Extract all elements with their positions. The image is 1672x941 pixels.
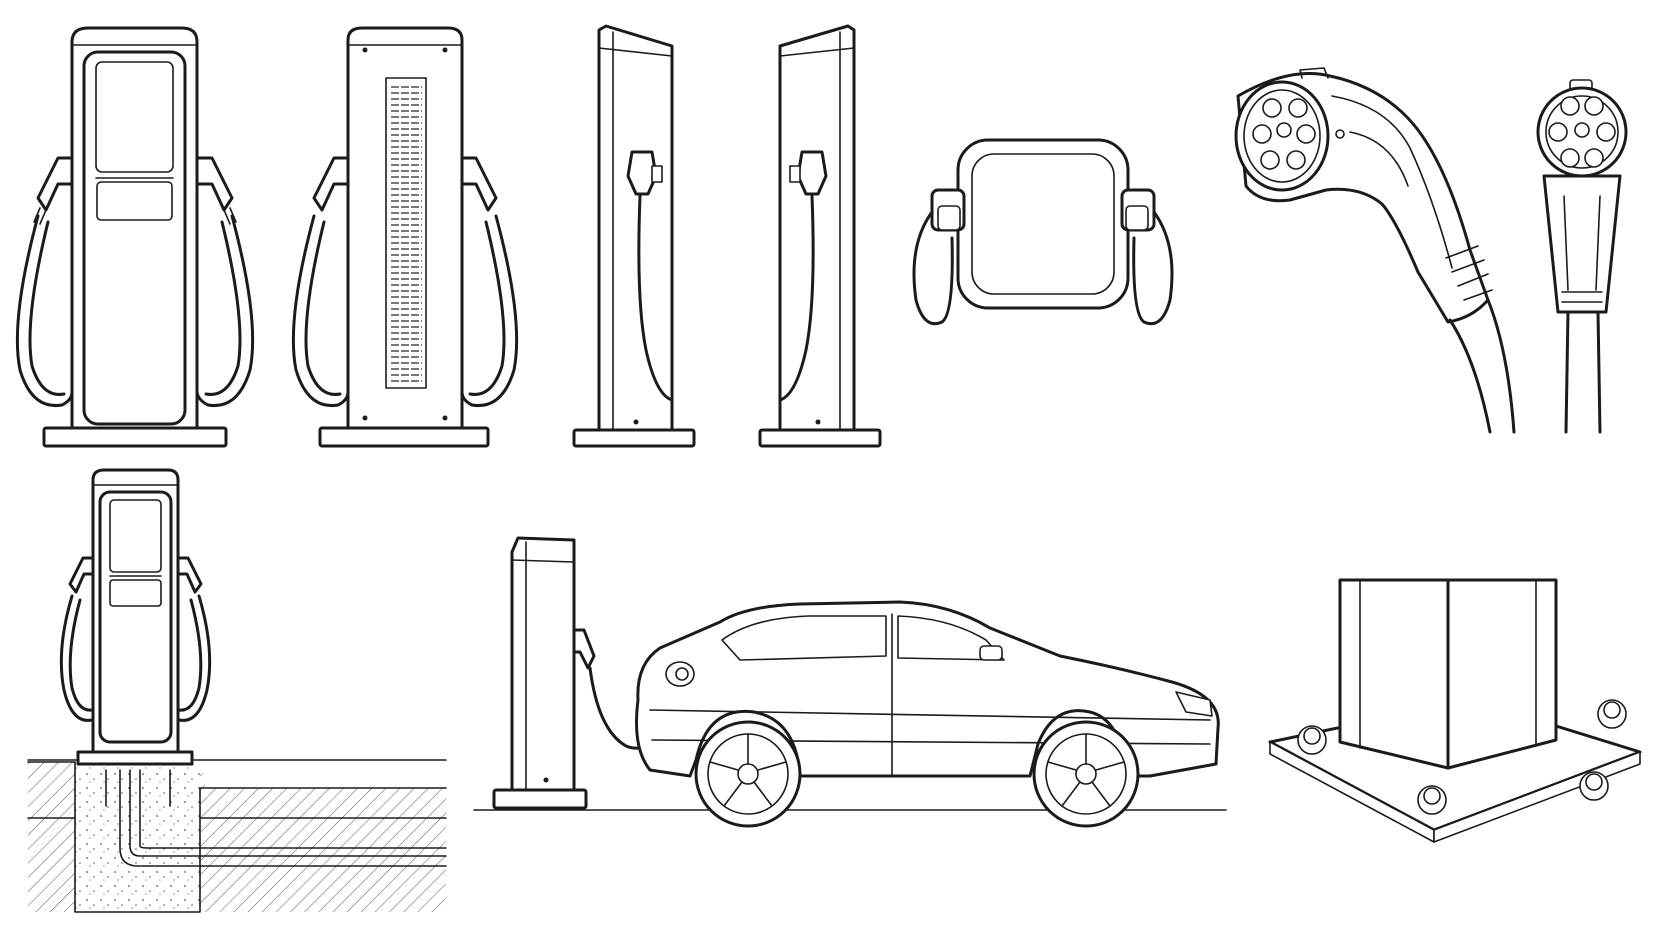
connector-front-view: [1536, 79, 1628, 434]
top-view: [912, 138, 1174, 326]
left-side-view: [572, 24, 696, 448]
vehicle-charging-scene: [473, 536, 1227, 828]
foundation-section-view: [27, 468, 447, 913]
connector-three-quarter-view: [1234, 67, 1516, 434]
right-side-view: [758, 24, 882, 448]
back-view: [291, 26, 519, 448]
base-plate-detail: [1268, 578, 1642, 843]
front-view: [15, 26, 255, 448]
